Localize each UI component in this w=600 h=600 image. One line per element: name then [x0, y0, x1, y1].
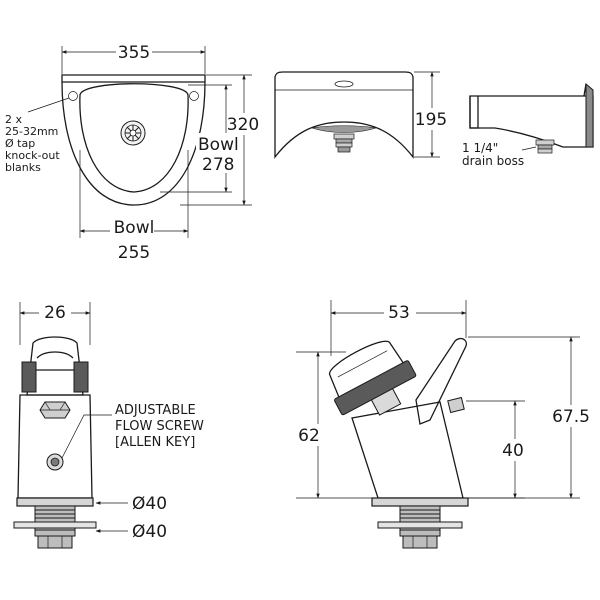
flow-screw-note-line-1: ADJUSTABLE	[115, 403, 196, 418]
drain-boss-side	[535, 139, 555, 154]
flow-screw-note-line-3: [ALLEN KEY]	[115, 435, 195, 450]
basin-top-view: 355 320 Bowl 278 Bowl 255 2 x 25-32mm Ø …	[5, 41, 262, 263]
drain-boss-note-line-1: 1 1/4"	[462, 141, 498, 155]
valve-side-view: 53 62 40 67.5	[296, 300, 596, 549]
flow-screw	[46, 453, 64, 471]
threaded-shank-front	[13, 505, 97, 549]
valve-height-dim: 62	[298, 426, 320, 446]
knockout-note-line-2: 25-32mm	[5, 125, 58, 138]
basin-front-view: 195	[274, 71, 448, 159]
basin-depth-dim: 320	[227, 115, 259, 135]
knockout-note-line-4: knock-out	[5, 149, 60, 162]
knockout-note-line-1: 2 x	[5, 113, 22, 126]
tap-hole	[334, 80, 354, 88]
push-button-side	[329, 340, 417, 416]
knockout-blank-left	[68, 91, 78, 101]
bowl-width-label: Bowl	[114, 218, 155, 238]
drain-outlet-front	[333, 133, 355, 153]
flow-screw-note-line-2: FLOW SCREW	[115, 419, 204, 434]
valve-depth-dim: 53	[388, 303, 410, 323]
bowl-depth-label: Bowl	[198, 135, 239, 155]
valve-total-height-dim: 67.5	[552, 407, 590, 427]
bowl-depth-dim: 278	[202, 155, 234, 175]
valve-body-height-dim: 40	[502, 441, 524, 461]
knockout-note-line-5: blanks	[5, 161, 41, 174]
knockout-blank-right	[189, 91, 199, 101]
valve-width-dim: 26	[44, 303, 66, 323]
drain-grate	[120, 120, 146, 146]
threaded-shank-side	[377, 505, 463, 549]
valve-front-view: 26 ADJUSTABLE FLOW SCREW [ALLEN KEY] Ø40…	[13, 301, 204, 549]
basin-side-view: 1 1/4" drain boss	[462, 82, 594, 168]
basin-width-dim: 355	[118, 43, 150, 63]
flow-screw-nut	[39, 401, 71, 419]
base-diameter-dim: Ø40	[132, 494, 167, 514]
basin-height-dim: 195	[415, 110, 447, 130]
bowl-width-dim: 255	[118, 243, 150, 263]
thread-diameter-dim: Ø40	[132, 522, 167, 542]
drain-boss-note-line-2: drain boss	[462, 154, 524, 168]
knockout-note-line-3: Ø tap	[5, 137, 35, 150]
